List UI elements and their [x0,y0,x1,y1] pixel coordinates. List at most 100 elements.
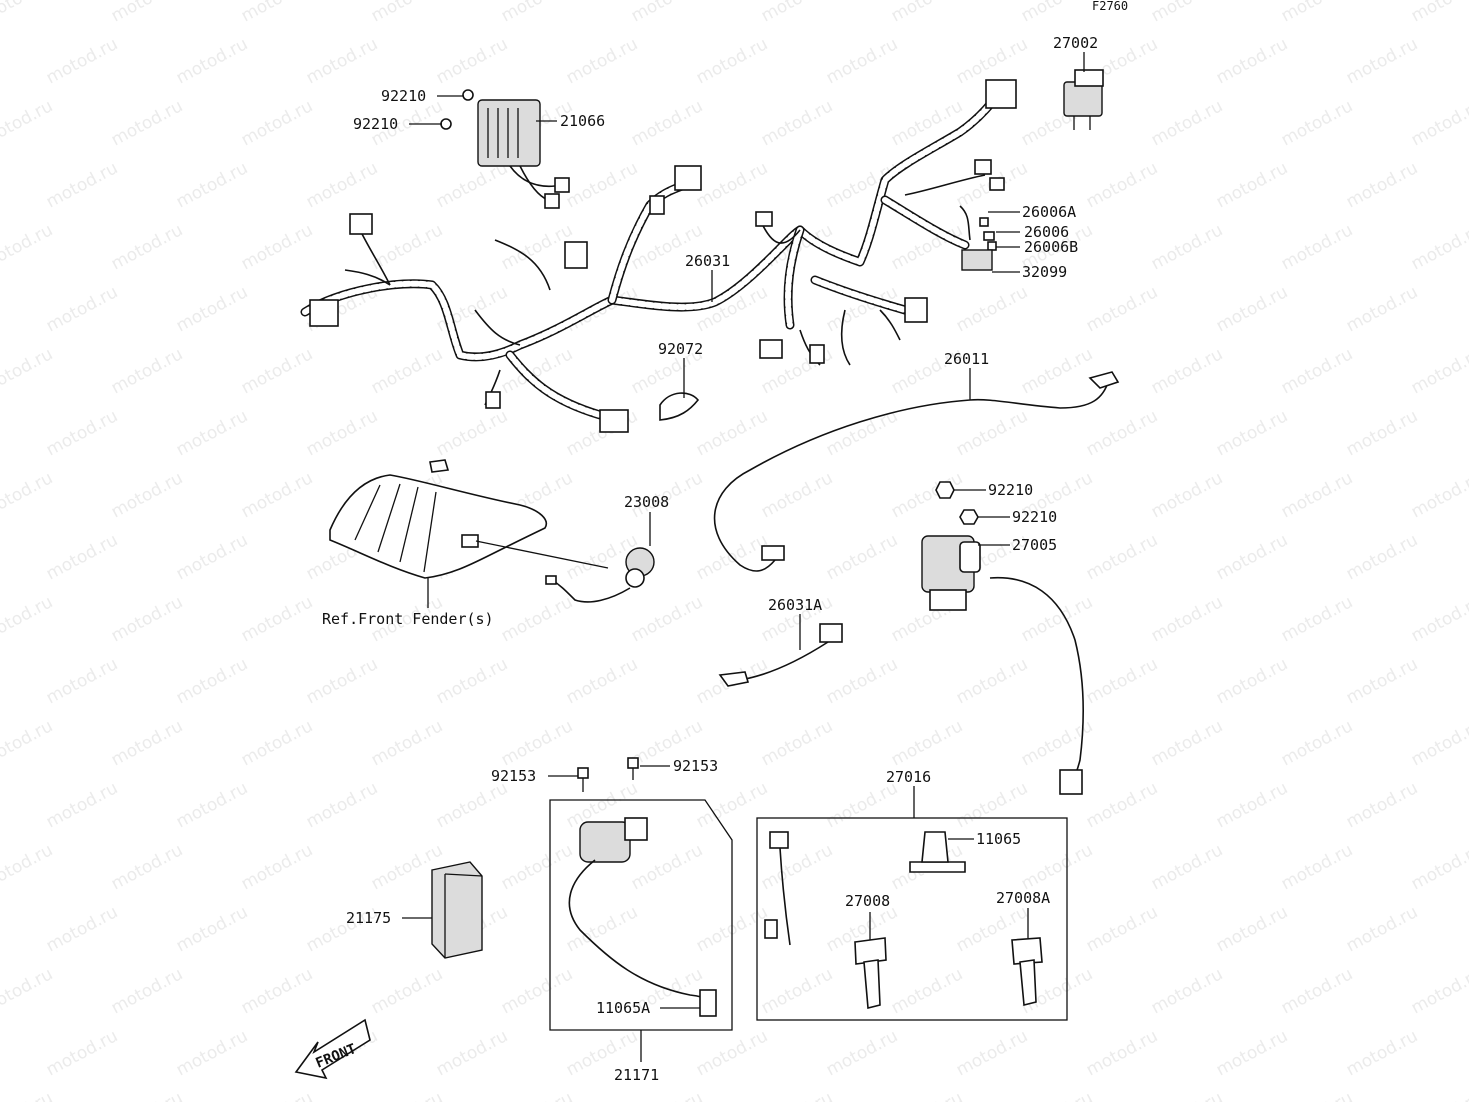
watermark-text: motod.ru [1083,902,1161,956]
watermark-text: motod.ru [368,1088,446,1102]
watermark-text: motod.ru [563,654,641,708]
label-27005: 27005 [1012,536,1057,554]
watermark-text: motod.ru [1343,158,1421,212]
watermark-text: motod.ru [758,0,836,26]
watermark-text: motod.ru [498,0,576,26]
watermark-text: motod.ru [1408,0,1469,26]
watermark-text: motod.ru [1148,468,1226,522]
watermark-text: motod.ru [303,654,381,708]
figure-code: F2760 [1092,0,1128,13]
label-92210-b: 92210 [353,115,398,133]
watermark-text: motod.ru [888,468,966,522]
watermark-text: motod.ru [43,530,121,584]
watermark-text: motod.ru [1408,592,1469,646]
label-26031: 26031 [685,252,730,270]
watermark-text: motod.ru [108,220,186,274]
watermark-text: motod.ru [173,406,251,460]
watermark-text: motod.ru [693,34,771,88]
watermark-text: motod.ru [1148,964,1226,1018]
watermark-text: motod.ru [108,964,186,1018]
watermark-text: motod.ru [238,344,316,398]
watermark-text: motod.ru [888,1088,966,1102]
watermark-text: motod.ru [1408,344,1469,398]
watermark-text: motod.ru [1278,840,1356,894]
watermark-text: motod.ru [238,468,316,522]
watermark-text: motod.ru [173,34,251,88]
watermark-text: motod.ru [1343,778,1421,832]
watermark-text: motod.ru [498,716,576,770]
leader-lines [402,52,1085,1062]
watermark-text: motod.ru [1213,530,1291,584]
watermark-text: motod.ru [1148,592,1226,646]
watermark-text: motod.ru [1213,158,1291,212]
watermark-text: motod.ru [238,1088,316,1102]
watermark-text: motod.ru [1148,1088,1226,1102]
watermark-text: motod.ru [1278,344,1356,398]
watermark-text: motod.ru [0,840,56,894]
label-32099: 32099 [1022,263,1067,281]
watermark-text: motod.ru [563,34,641,88]
watermark-text: motod.ru [173,654,251,708]
watermark-text: motod.ru [823,34,901,88]
watermark-text: motod.ru [108,468,186,522]
label-27008: 27008 [845,892,890,910]
watermark-text: motod.ru [1343,1026,1421,1080]
watermark-text: motod.ru [0,344,56,398]
watermark-text: motod.ru [628,592,706,646]
label-27002: 27002 [1053,34,1098,52]
watermark-text: motod.ru [238,0,316,26]
watermark-text: motod.ru [238,716,316,770]
watermark-text: motod.ru [303,34,381,88]
watermark-text: motod.ru [303,778,381,832]
watermark-text: motod.ru [628,0,706,26]
watermark-text: motod.ru [1408,1088,1469,1102]
watermark-text: motod.ru [0,1088,56,1102]
watermark-text: motod.ru [1018,592,1096,646]
watermark-text: motod.ru [0,964,56,1018]
watermark-text: motod.ru [433,1026,511,1080]
watermark-text: motod.ru [433,654,511,708]
watermark-text: motod.ru [1343,282,1421,336]
watermark-text: motod.ru [1408,964,1469,1018]
watermark-text: motod.ru [888,0,966,26]
watermark-text: motod.ru [0,96,56,150]
watermark-text: motod.ru [823,406,901,460]
watermark-text: motod.ru [238,964,316,1018]
watermark-text: motod.ru [368,716,446,770]
label-27008A: 27008A [996,889,1050,907]
watermark-text: motod.ru [758,964,836,1018]
watermark-text: motod.ru [1278,592,1356,646]
watermark-text: motod.ru [1213,902,1291,956]
watermark-text: motod.ru [823,1026,901,1080]
watermark-text: motod.ru [1343,654,1421,708]
watermark-text: motod.ru [498,592,576,646]
watermark-text: motod.ru [43,902,121,956]
watermark-text: motod.ru [628,96,706,150]
watermark-text: motod.ru [1343,902,1421,956]
reference-note: Ref.Front Fender(s) [322,610,494,628]
front-direction-arrow [294,1018,371,1080]
clamp-92072 [659,392,700,421]
watermark-text: motod.ru [1083,282,1161,336]
watermark-text: motod.ru [173,282,251,336]
watermark-text: motod.ru [368,344,446,398]
label-26011: 26011 [944,350,989,368]
watermark-text: motod.ru [0,592,56,646]
watermark-text: motod.ru [1213,406,1291,460]
watermark-text: motod.ru [43,34,121,88]
watermark-text: motod.ru [628,1088,706,1102]
label-11065A: 11065A [596,999,650,1017]
watermark-text: motod.ru [563,158,641,212]
watermark-text: motod.ru [108,344,186,398]
watermark-text: motod.ru [888,964,966,1018]
label-92210-d: 92210 [1012,508,1057,526]
watermark-text: motod.ru [1408,840,1469,894]
part-number-labels: 27002 92210 92210 21066 26006A 26006 260… [314,34,1099,1084]
watermark-text: motod.ru [1018,0,1096,26]
watermark-text: motod.ru [1148,96,1226,150]
watermark-text: motod.ru [1278,0,1356,26]
label-92210-c: 92210 [988,481,1033,499]
label-21175: 21175 [346,909,391,927]
watermark-text: motod.ru [1278,964,1356,1018]
